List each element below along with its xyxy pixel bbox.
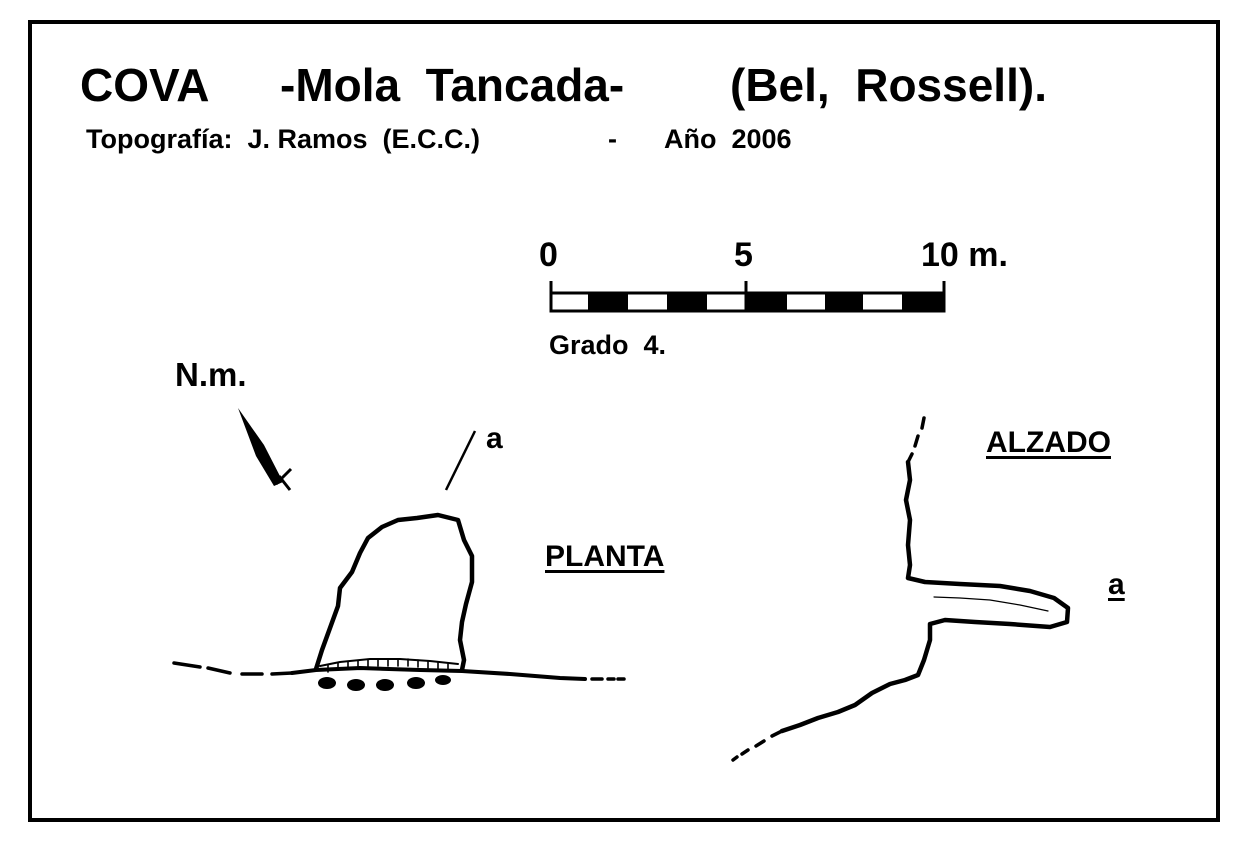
plan-boulders (318, 675, 451, 691)
subtitle-survey: Topografía: J. Ramos (E.C.C.) (86, 124, 481, 154)
subtitle-year: Año 2006 (664, 124, 792, 154)
elevation-section-mark: a (1108, 568, 1125, 601)
survey-grade: Grado 4. (549, 330, 667, 360)
north-arrow-icon (238, 408, 293, 491)
north-label: N.m. (175, 356, 247, 393)
plan-label: PLANTA (545, 540, 665, 573)
plan-section-line (444, 430, 477, 491)
scale-label-10: 10 m. (921, 236, 1008, 274)
map-frame (28, 20, 1220, 822)
elevation-label: ALZADO (986, 426, 1111, 459)
plan-outline (172, 512, 626, 681)
title-location: (Bel, Rossell). (730, 59, 1047, 111)
scale-label-5: 5 (734, 236, 753, 274)
elevation-outline (731, 416, 1071, 762)
title-cave: COVA (80, 59, 210, 111)
title-name: -Mola Tancada- (280, 59, 625, 111)
subtitle-dash: - (608, 124, 617, 154)
scale-bar (549, 281, 946, 313)
plan-section-mark: a (486, 422, 503, 455)
scale-label-0: 0 (539, 236, 558, 274)
